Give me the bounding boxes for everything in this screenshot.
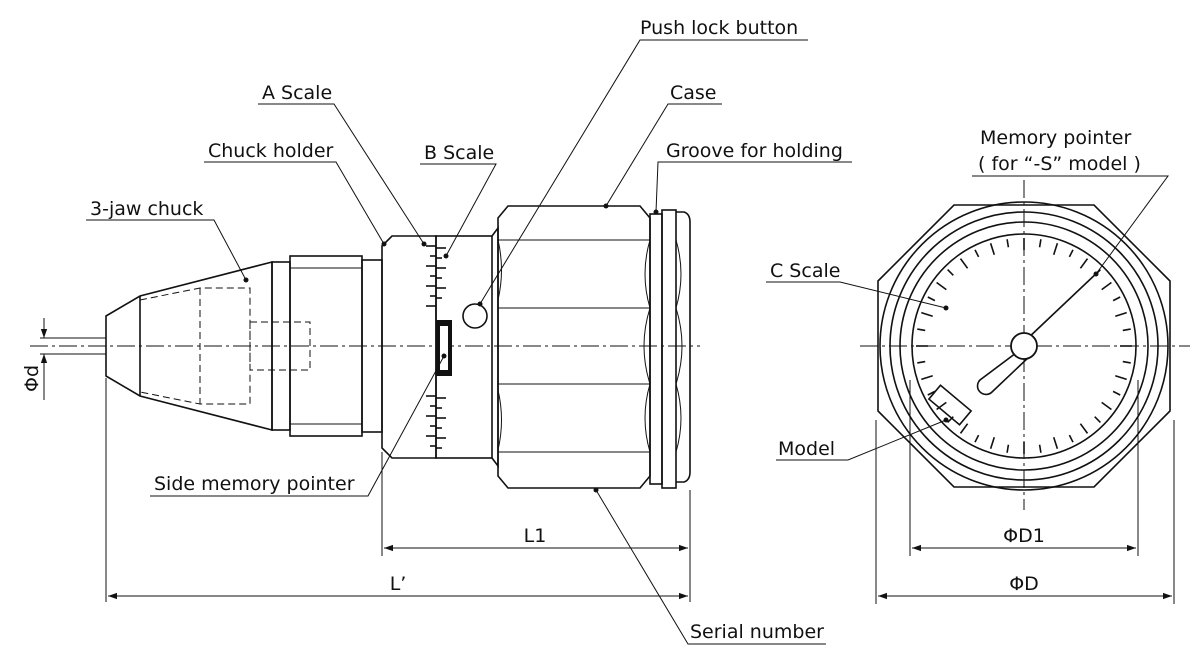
dial-tick [936,401,947,411]
dimension-l1-label: L1 [524,525,547,547]
dial-tick [917,360,926,364]
callout-side-memory-pointer: Side memory pointer [150,353,447,497]
dimension-l1: L1 [381,452,691,602]
memory-pointer-label-line2: ( for “-S” model ) [978,153,1141,175]
dial-tick [1112,390,1121,396]
c-scale-label: C Scale [770,260,840,282]
serial-number-label: Serial number [690,621,824,643]
dimension-phi-D-label: ΦD [1009,573,1039,595]
dial-tick [1038,239,1042,248]
dial-tick [1079,258,1089,269]
dial-tick [989,243,996,255]
dial-tick [1122,328,1131,332]
model-label-box [927,384,973,426]
dial-tick [974,434,980,443]
side-memory-pointer-window [436,320,452,376]
dial-tick [959,258,969,269]
scale-collar [381,225,499,469]
dial-tick [989,437,996,449]
case [497,205,651,489]
callout-push-lock-button: Push lock button [477,17,808,307]
dimensions: Φd L1 L’ ΦD1 ΦD [21,318,1175,604]
dial-tick [921,374,933,381]
memory-pointer-label-line1: Memory pointer [980,127,1131,149]
case-label: Case [670,82,717,104]
callout-a-scale: A Scale [258,82,427,247]
callout-model: Model [776,417,949,461]
dial-tick [974,249,980,258]
c-scale-dial [916,238,1132,454]
dial-tick [1006,444,1010,453]
dial-tick [936,281,947,291]
callout-memory-pointer: Memory pointer ( for “-S” model ) [972,127,1169,277]
dial-tick [1006,239,1010,248]
dimension-phi-d1-label: ΦD1 [1003,525,1045,547]
dial-tick [1101,401,1112,411]
dial-tick [1068,434,1074,443]
callout-b-scale: B Scale [420,142,497,259]
callout-case: Case [603,82,722,209]
side-view [30,205,700,489]
dial-tick [927,390,936,396]
callout-c-scale: C Scale [766,260,949,311]
callout-serial-number: Serial number [593,487,826,645]
dial-tick [1068,249,1074,258]
dial-tick [1112,296,1121,302]
dimension-phi-d-label: Φd [21,365,43,392]
model-label: Model [778,438,835,460]
memory-pointer [976,269,1101,396]
dial-tick [1052,243,1059,255]
dimension-phi-d1: ΦD1 [909,380,1139,556]
dial-tick [947,269,954,276]
b-scale-ticks [436,247,446,449]
dial-tick [921,311,933,318]
push-lock-button [462,303,488,329]
dial-tick [1115,374,1127,381]
dial-tick [927,296,936,302]
dial-tick [959,423,969,434]
dial-tick [1101,281,1112,291]
dial-tick [1052,437,1059,449]
a-scale-ticks [426,245,436,447]
dial-tick [1122,360,1131,364]
dimension-l-prime: L’ [105,378,688,602]
three-jaw-chuck-label: 3-jaw chuck [90,198,203,220]
callout-groove-for-holding: Groove for holding [653,140,852,215]
dial-tick [1094,416,1101,423]
front-body [877,201,1171,491]
callouts: Push lock button A Scale Case Chuck hold… [86,17,1169,645]
dial-tick [947,416,954,423]
callout-three-jaw-chuck: 3-jaw chuck [86,198,249,283]
groove-for-holding-label: Groove for holding [666,140,843,162]
dial-tick [1079,423,1089,434]
push-lock-button-label: Push lock button [640,17,798,39]
callout-chuck-holder: Chuck holder [204,140,387,247]
dimension-l-prime-label: L’ [390,573,407,595]
front-view [860,180,1190,510]
chuck-holder-label: Chuck holder [208,140,334,162]
side-memory-pointer-label: Side memory pointer [154,473,355,495]
dimension-phi-d: Φd [21,318,56,400]
a-scale-label: A Scale [262,82,332,104]
dial-tick [1115,311,1127,318]
dial-tick [917,328,926,332]
groove-for-holding [649,209,691,489]
b-scale-label: B Scale [424,142,494,164]
dimension-phi-D: ΦD [875,420,1175,604]
dial-tick [1038,444,1042,453]
